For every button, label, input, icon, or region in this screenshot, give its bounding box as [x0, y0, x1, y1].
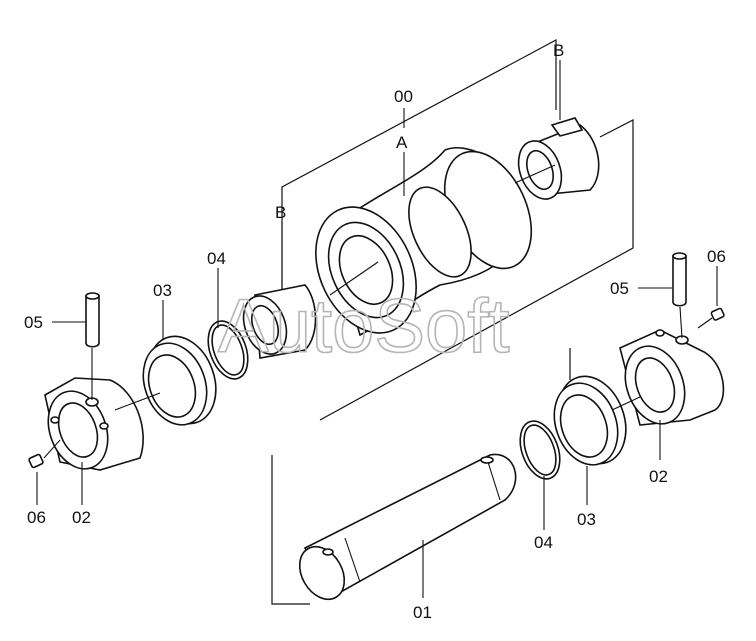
shaft	[298, 453, 517, 601]
label-seal-right: 03	[577, 510, 596, 529]
axis-line-bushing	[514, 164, 556, 184]
plug-left	[28, 439, 61, 469]
plug-right	[697, 307, 725, 329]
label-collar-right: 02	[649, 467, 668, 486]
assembly-frame-lower	[271, 348, 571, 605]
label-detail-b-right: B	[553, 41, 564, 60]
label-plug-left: 06	[27, 508, 46, 527]
axis-line-left	[114, 392, 161, 411]
bushing-left	[242, 284, 317, 359]
collar-right	[619, 329, 725, 426]
label-detail-a: A	[396, 133, 408, 152]
floating-seal-left	[142, 335, 217, 426]
label-collar-left: 02	[72, 508, 91, 527]
watermark: AutoSoft	[218, 284, 510, 369]
pin-left	[85, 292, 100, 400]
pin-right	[672, 252, 687, 339]
o-ring-left	[207, 320, 249, 380]
floating-seal-right	[553, 375, 627, 466]
label-o-ring-right: 04	[534, 533, 553, 552]
label-plug-right: 06	[707, 247, 726, 266]
label-assembly: 00	[394, 87, 413, 106]
callout-leaders	[36, 60, 718, 598]
label-o-ring-left: 04	[207, 249, 226, 268]
label-detail-b-left: B	[275, 203, 286, 222]
bushing-right	[517, 117, 600, 200]
label-seal-left: 03	[153, 281, 172, 300]
label-shaft: 01	[413, 603, 432, 622]
axis-line-right	[611, 396, 641, 411]
label-pin-right: 05	[610, 279, 629, 298]
label-pin-left: 05	[24, 313, 43, 332]
collar-left	[44, 377, 144, 471]
o-ring-right	[519, 420, 561, 480]
track-roller	[315, 147, 533, 337]
